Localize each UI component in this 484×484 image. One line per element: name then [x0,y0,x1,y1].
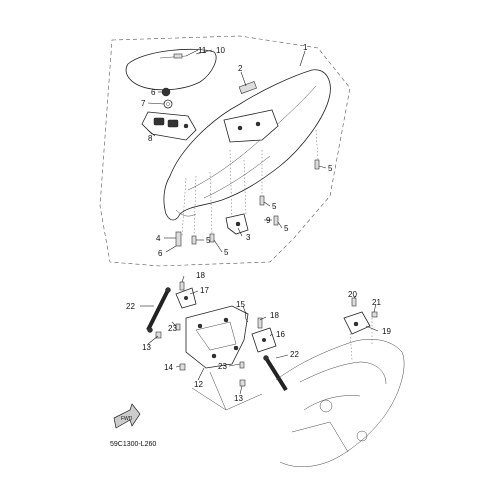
callout-3: 3 [246,233,251,242]
callout-17: 17 [200,286,209,295]
callout-2: 2 [238,64,243,73]
seat-hinge-bracket[interactable] [225,213,249,235]
frame-bracket[interactable] [343,311,371,335]
callout-11: 11 [198,46,207,55]
seat[interactable] [163,69,331,221]
callout-7: 7 [141,99,146,108]
callout-6a: 6 [151,88,156,97]
nut[interactable] [161,87,171,97]
callout-15: 15 [236,300,245,309]
tray[interactable] [141,111,197,141]
damper-bracket-front[interactable] [175,287,197,309]
callout-4: 4 [156,234,161,243]
callout-22b: 22 [290,350,299,359]
callout-22a: 22 [126,302,135,311]
callout-5e: 5 [224,248,229,257]
callout-13b: 13 [234,394,243,403]
frame [275,318,405,467]
fwd-label: FWD [121,416,133,422]
stopper[interactable] [175,231,182,247]
callout-9: 9 [266,216,271,225]
callout-5a: 5 [328,164,333,173]
callout-21: 21 [372,298,381,307]
seat-strap[interactable] [238,81,257,94]
callout-6b: 6 [158,249,163,258]
callout-labels: 1 2 3 4 5 5 5 5 5 6 6 7 8 9 10 11 12 13 … [126,43,391,403]
callout-5b: 5 [272,202,277,211]
callout-5d: 5 [206,236,211,245]
projection-lines [181,129,319,237]
callout-18b: 18 [270,311,279,320]
callout-8: 8 [148,134,153,143]
callout-5c: 5 [284,224,289,233]
hinge-plate[interactable] [185,305,249,369]
callout-12: 12 [194,380,203,389]
seat-base-plate[interactable] [223,109,279,143]
guide-lines [191,371,263,411]
callout-23b: 23 [218,362,227,371]
seat-assembly-boundary [99,35,351,267]
callout-18a: 18 [196,271,205,280]
callout-23a: 23 [168,324,177,333]
callout-16: 16 [276,330,285,339]
leader-lines [140,49,379,395]
bolts[interactable] [191,159,320,245]
callout-1: 1 [303,43,308,52]
washer[interactable] [163,99,173,109]
callout-20: 20 [348,290,357,299]
damper-left[interactable] [146,287,171,333]
seat-cover[interactable] [125,48,217,91]
fwd-arrow-icon: FWD [113,403,141,429]
callout-19: 19 [382,327,391,336]
diagram-code: 59C1300-L260 [110,441,156,448]
callout-10: 10 [216,46,225,55]
damper-right[interactable] [263,355,288,392]
callout-13a: 13 [142,343,151,352]
damper-bracket-rear[interactable] [251,327,277,353]
callout-14: 14 [164,363,173,372]
lower-bolts[interactable] [155,281,263,387]
